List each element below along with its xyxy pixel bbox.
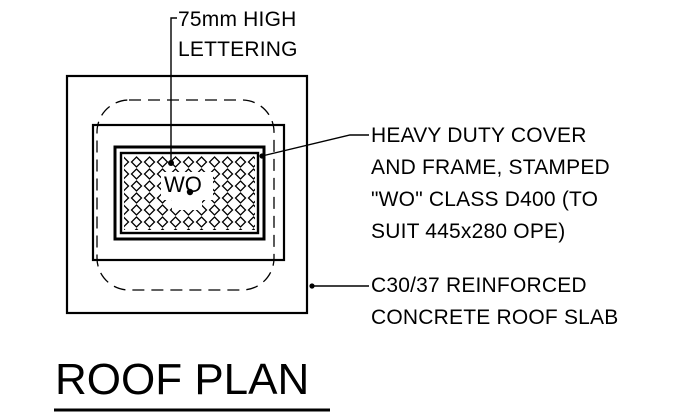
callout-lettering-line-2: LETTERING (178, 38, 298, 61)
callout-cover-line-1: HEAVY DUTY COVER (371, 124, 587, 147)
leader-cover (261, 134, 369, 157)
frame-outer-outline (91, 123, 286, 262)
leader-cover-dot (259, 153, 265, 159)
roof-slab-outline (65, 74, 309, 315)
cover-centre-dot (186, 188, 194, 196)
lettering-blank-lower (172, 196, 202, 210)
drawing-title: ROOF PLAN (55, 355, 310, 404)
callout-cover-line-3: "WO" CLASS D400 (TO (371, 188, 599, 211)
leader-lettering (170, 17, 177, 162)
callout-slab-line-1: C30/37 REINFORCED (371, 274, 587, 297)
lettering-blank (161, 172, 213, 200)
leader-slab-dot (309, 283, 315, 289)
callout-cover-line-2: AND FRAME, STAMPED (371, 156, 610, 179)
callout-cover-line-4: SUIT 445x280 OPE) (371, 220, 566, 243)
cover-lettering: WO (164, 172, 202, 197)
cover-outer-border (113, 145, 266, 241)
callout-lettering-line-1: 75mm HIGH (178, 8, 297, 31)
callout-slab-line-2: CONCRETE ROOF SLAB (371, 306, 619, 329)
leader-lettering-dot (168, 160, 174, 166)
